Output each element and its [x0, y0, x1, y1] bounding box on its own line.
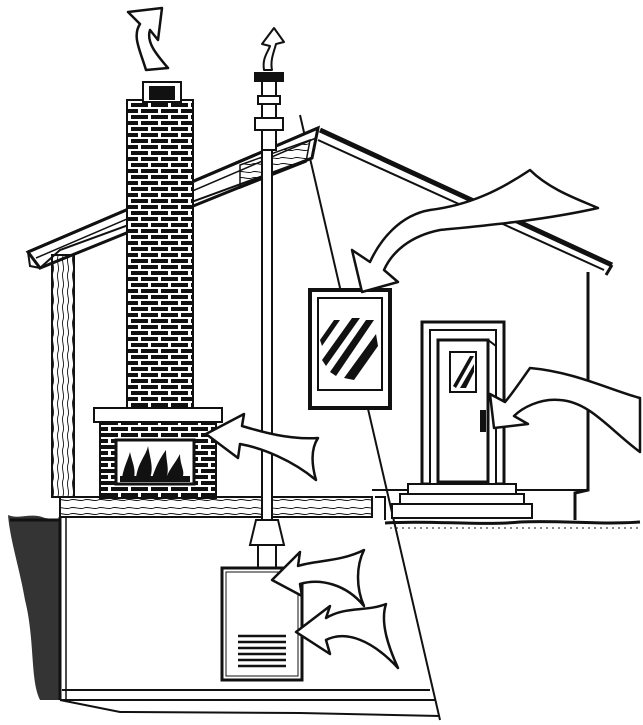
interior-wall-left	[52, 255, 74, 497]
door-steps	[392, 484, 532, 518]
brick-chimney	[127, 82, 193, 412]
chimney-smoke-arrow	[128, 8, 168, 70]
flue-smoke-arrow	[262, 28, 284, 70]
window-air-arrow	[352, 170, 598, 292]
window	[310, 290, 390, 408]
fireplace	[94, 408, 222, 498]
door-air-arrow	[490, 368, 640, 452]
